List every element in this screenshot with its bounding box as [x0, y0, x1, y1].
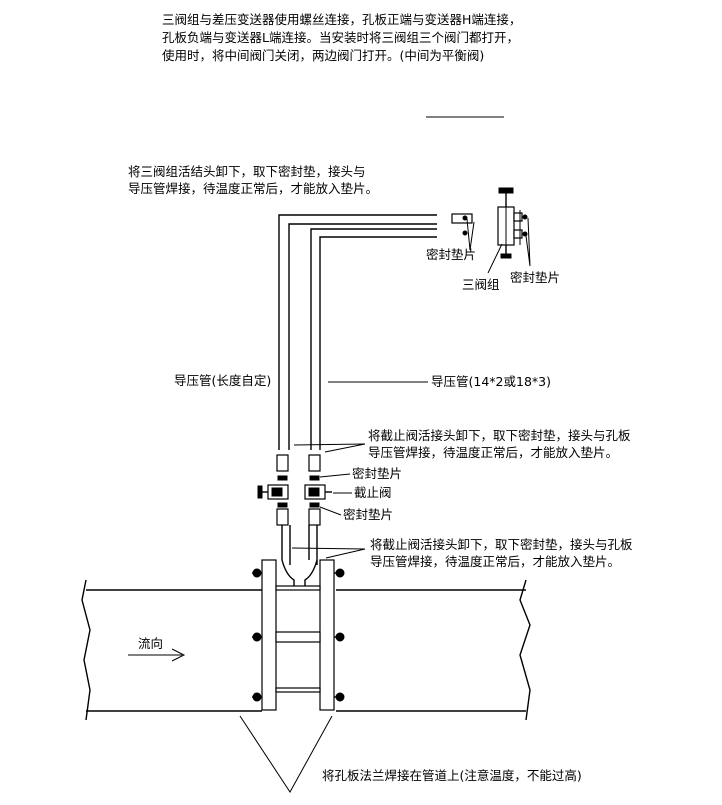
- note-mid1-line-1: 将截止阀活接头卸下，取下密封垫，接头与孔板: [368, 428, 631, 443]
- upper-unions: [276, 454, 321, 481]
- header-line-2: 孔板负端与变送器L端连接。当安装时将三阀组三个阀门都打开，: [162, 30, 519, 45]
- lower-unions: [276, 502, 321, 526]
- note-mid1-leader: [293, 443, 366, 453]
- seal-gasket-label-mid1: 密封垫片: [352, 466, 402, 481]
- flow-arrow-head: [171, 648, 186, 662]
- seal-gasket-label-mid2: 密封垫片: [343, 507, 393, 522]
- three-valve-label: 三阀组: [462, 277, 500, 292]
- header-line-1: 三阀组与差压变送器使用螺丝连接，孔板正端与变送器H端连接，: [162, 12, 521, 27]
- leaders-top: [466, 217, 531, 274]
- flow-direction-label: 流向: [138, 636, 163, 651]
- note-mid1-line-2: 导压管焊接，待温度正常后，才能放入垫片。: [368, 445, 618, 460]
- seal-mid2-leader: [319, 506, 342, 516]
- seal-gasket-label-right: 密封垫片: [510, 270, 560, 285]
- note-mid2-line-2: 导压管焊接，待温度正常后，才能放入垫片。: [370, 554, 620, 569]
- orifice-flange: [252, 559, 345, 711]
- stop-valves: [257, 484, 332, 500]
- pipeline: [81, 579, 531, 721]
- note-top-line-2: 导压管焊接，待温度正常后，才能放入垫片。: [128, 181, 378, 196]
- note-mid2-line-1: 将截止阀活接头卸下，取下密封垫，接头与孔板: [370, 537, 633, 552]
- seal-mid1-leader: [319, 473, 351, 478]
- orifice-taps: [281, 525, 318, 590]
- bottom-weld-note: 将孔板法兰焊接在管道上(注意温度，不能过高): [322, 768, 582, 783]
- header-line-3: 使用时，将中间阀门关闭，两边阀门打开。(中间为平衡阀): [162, 48, 484, 63]
- note-mid2-leader: [291, 547, 366, 559]
- tube-spec-label: 导压管(14*2或18*3): [431, 374, 551, 389]
- stop-valve-label: 截止阀: [354, 485, 392, 500]
- impulse-tube-left: [278, 214, 437, 450]
- three-valve-manifold: [451, 187, 528, 259]
- bottom-weld-leader: [239, 715, 333, 793]
- tube-length-label: 导压管(长度自定): [174, 373, 271, 388]
- seal-gasket-label-left: 密封垫片: [426, 247, 476, 262]
- impulse-tube-right: [310, 228, 437, 450]
- note-top-line-1: 将三阀组活结头卸下，取下密封垫，接头与: [128, 164, 366, 179]
